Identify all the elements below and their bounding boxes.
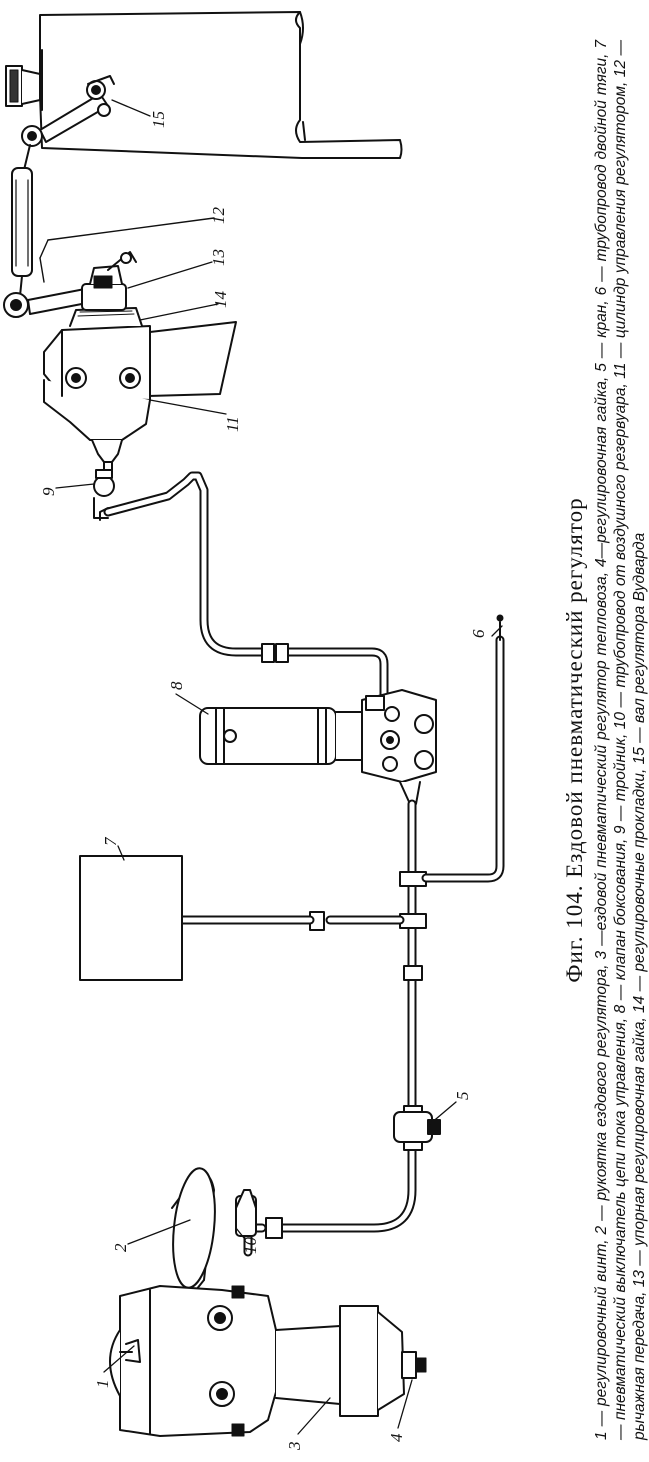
woodward-governor (5, 11, 403, 159)
leader-lines (55, 99, 503, 1435)
woodward-shaft-lever (21, 75, 115, 147)
label-13: 13 (209, 249, 228, 266)
pneumatic-switch (79, 855, 183, 981)
label-7: 7 (101, 836, 120, 846)
label-5: 5 (453, 1092, 472, 1101)
driving-regulator (109, 1167, 427, 1437)
label-15: 15 (149, 111, 168, 128)
double-traction-pipe-end (496, 614, 504, 641)
label-1: 1 (93, 1380, 112, 1389)
main-pipe (177, 635, 505, 1239)
wheelslip-valve (199, 689, 437, 805)
label-8: 8 (167, 681, 186, 690)
label-6: 6 (469, 629, 488, 638)
label-4: 4 (387, 1433, 406, 1442)
label-2: 2 (111, 1243, 130, 1252)
label-11: 11 (223, 416, 242, 432)
reservoir-pipe (235, 1189, 267, 1257)
tee-and-pipe (93, 469, 389, 711)
lever-transmission (3, 144, 215, 318)
label-12: 12 (209, 207, 228, 225)
label-14: 14 (211, 291, 230, 309)
label-9: 9 (39, 487, 58, 496)
label-3: 3 (285, 1442, 304, 1452)
part-labels: 1 2 3 4 5 6 7 8 9 10 11 12 13 14 15 (39, 111, 488, 1451)
label-10: 10 (241, 1237, 260, 1255)
